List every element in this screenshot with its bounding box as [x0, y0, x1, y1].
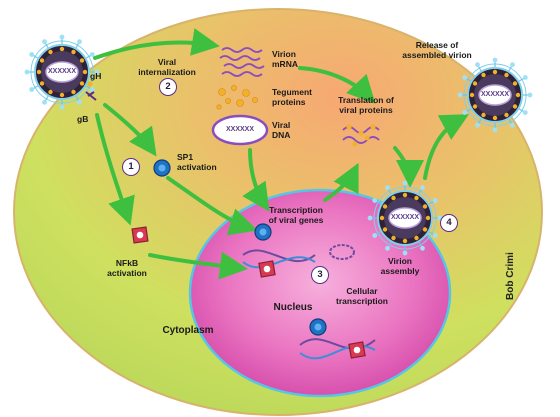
sp1-activation-label: SP1 activation: [177, 152, 217, 172]
viral-dna-icon: [211, 114, 269, 146]
arrow-sp1-nucleus: [166, 176, 258, 236]
arrow-gh-sp1: [103, 103, 157, 157]
arrow-translation-assembly: [393, 146, 424, 188]
viral-transcription-complex: [242, 223, 316, 278]
assembly-genome-label: XXXXXX: [390, 214, 419, 221]
artist-credit: Bob Crimi: [505, 252, 516, 300]
arrow-transcription-translation: [323, 162, 359, 202]
virion-mrna-icon: [219, 47, 265, 77]
tegument-proteins-icon: [216, 85, 258, 110]
cytoplasm-label: Cytoplasm: [162, 325, 214, 336]
step-3-marker: 3: [311, 266, 329, 284]
cellular-transcription-label: Cellular transcription: [336, 286, 388, 306]
incoming-genome-label: XXXXXX: [47, 68, 76, 75]
sp1-protein-icon: [153, 159, 171, 177]
arrow-internalization: [93, 28, 220, 60]
gh-label: gH: [90, 71, 102, 81]
viral-proteins-icon: [342, 124, 380, 147]
released-genome-label: XXXXXX: [480, 91, 509, 98]
viral-dna-genome-label: XXXXXX: [225, 126, 254, 133]
release-assembled-virion-label: Release of assembled virion: [402, 40, 472, 60]
arrow-release: [423, 114, 470, 180]
transcription-viral-genes-label: Transcription of viral genes: [268, 205, 324, 225]
step-4-marker: 4: [440, 214, 458, 232]
gb-label: gB: [77, 114, 89, 124]
pathway-arrows: [93, 28, 470, 280]
glycoprotein-receptor-icon: [85, 81, 97, 101]
nfkb-protein-icon: [131, 226, 149, 244]
tegument-proteins-label: Tegument proteins: [272, 87, 312, 107]
arrow-dna-transcription: [242, 148, 270, 212]
viral-dna-label: Viral DNA: [272, 120, 291, 140]
arrow-nfkb-nucleus: [148, 251, 248, 280]
virion-assembly-label: Virion assembly: [380, 256, 420, 276]
arrow-mrna-translation: [298, 66, 376, 104]
nucleus-label: Nucleus: [273, 302, 313, 313]
step-1-marker: 1: [122, 158, 140, 176]
virion-mrna-label: Virion mRNA: [272, 49, 298, 69]
arrow-gb-nfkb: [95, 113, 135, 226]
translation-viral-proteins-label: Translation of viral proteins: [338, 95, 394, 115]
nuclear-viral-dna-icon: [329, 244, 355, 260]
step-2-marker: 2: [159, 78, 177, 96]
nfkb-activation-label: NFkB activation: [107, 258, 147, 278]
cellular-transcription-complex: [299, 318, 376, 360]
viral-internalization-label: Viral internalization: [138, 57, 196, 77]
